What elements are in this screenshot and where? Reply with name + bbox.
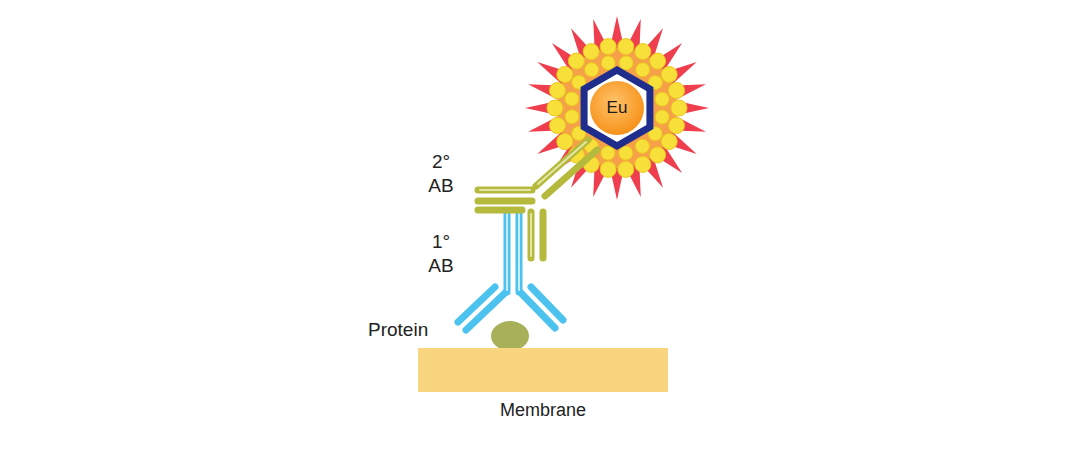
bead — [565, 110, 579, 124]
bead — [583, 44, 599, 60]
bead — [601, 56, 615, 70]
bead — [618, 161, 634, 177]
bead — [636, 63, 650, 77]
bead — [650, 53, 666, 69]
bead — [550, 83, 566, 99]
primary-antibody — [458, 212, 563, 330]
bead — [547, 100, 563, 116]
secondary-antibody — [478, 140, 597, 258]
star-spikes — [525, 16, 709, 200]
bead — [650, 147, 666, 163]
bead — [655, 92, 669, 106]
bead — [565, 92, 579, 106]
bead — [671, 100, 687, 116]
bead — [655, 110, 669, 124]
bead — [557, 134, 573, 150]
antibody-label: 1° AB — [420, 230, 462, 278]
protein-blob — [491, 321, 529, 351]
bead — [669, 83, 685, 99]
bead — [568, 53, 584, 69]
bead — [601, 146, 615, 160]
bead — [635, 156, 651, 172]
bead — [635, 44, 651, 60]
bead — [619, 56, 633, 70]
bead — [661, 134, 677, 150]
bead — [557, 67, 573, 83]
node-text: Eu — [607, 98, 628, 118]
europium-core: Eu — [590, 81, 644, 135]
part-label: Protein — [368, 318, 428, 342]
bead — [585, 63, 599, 77]
bead — [619, 146, 633, 160]
bead — [635, 139, 649, 153]
membrane-band: Membrane — [418, 348, 668, 392]
antibody-label: 2° AB — [420, 150, 462, 198]
chelate-hexagon — [584, 70, 650, 146]
bead — [618, 39, 634, 55]
bead — [550, 118, 566, 134]
bead — [661, 67, 677, 83]
node-text: Membrane — [418, 400, 668, 421]
bead — [669, 118, 685, 134]
star-burst — [525, 16, 709, 200]
bead — [600, 39, 616, 55]
bead — [600, 161, 616, 177]
